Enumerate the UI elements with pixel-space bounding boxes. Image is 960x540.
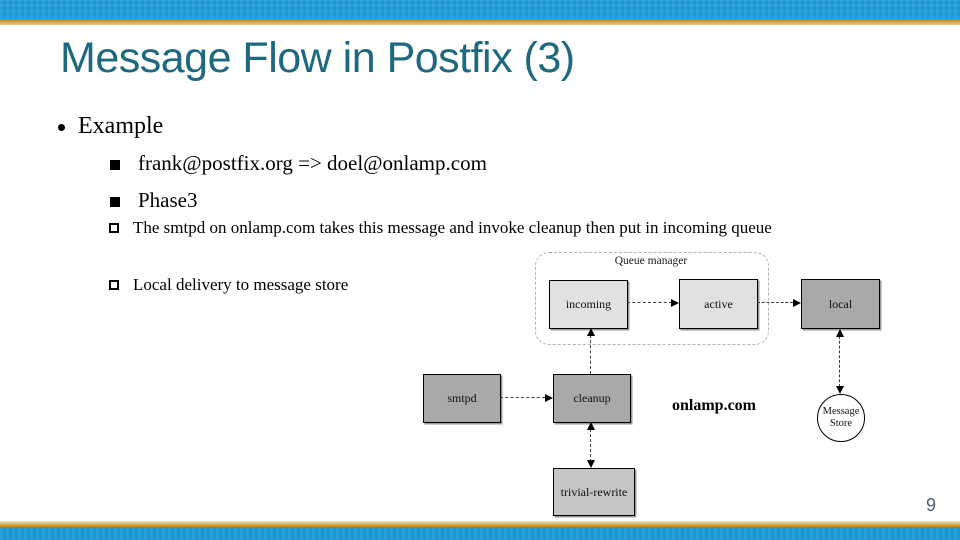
diagram-node-message-store: Message Store bbox=[817, 394, 865, 442]
top-gold-rule bbox=[0, 19, 960, 25]
bullet-level3-text: The smtpd on onlamp.com takes this messa… bbox=[133, 218, 772, 237]
diagram-node-active: active bbox=[679, 279, 758, 329]
diagram-node-smtpd: smtpd bbox=[423, 374, 501, 423]
diagram-node-local: local bbox=[801, 279, 880, 329]
arrow-cleanup-to-incoming-head bbox=[587, 328, 595, 336]
bottom-gold-rule bbox=[0, 521, 960, 527]
filled-square-bullet-icon bbox=[110, 160, 120, 170]
arrow-active-to-local-head bbox=[793, 299, 801, 307]
diagram-node-incoming: incoming bbox=[549, 280, 628, 329]
bottom-blue-bar bbox=[0, 527, 960, 540]
arrow-incoming-to-active-head bbox=[671, 299, 679, 307]
filled-square-bullet-icon bbox=[110, 197, 120, 207]
hollow-square-bullet-icon bbox=[109, 280, 119, 290]
arrow-smtpd-to-cleanup-head bbox=[545, 394, 553, 402]
bullet-level1: Example bbox=[58, 112, 163, 141]
slide-title: Message Flow in Postfix (3) bbox=[60, 34, 575, 82]
arrow-active-to-local-line bbox=[757, 302, 793, 303]
bullet-level2-text: frank@postfix.org => doel@onlamp.com bbox=[138, 151, 487, 175]
arrow-cleanup-to-trivial-head bbox=[587, 460, 595, 468]
bullet-level3-item: Local delivery to message store bbox=[107, 271, 863, 299]
queue-manager-container bbox=[535, 252, 769, 345]
bullet-level3-item: The smtpd on onlamp.com takes this messa… bbox=[107, 214, 863, 242]
arrow-local-to-store-head bbox=[836, 386, 844, 394]
queue-manager-label: Queue manager bbox=[614, 255, 688, 267]
dot-bullet-icon bbox=[58, 124, 65, 131]
arrow-cleanup-trivial-line bbox=[590, 429, 591, 462]
message-store-line1: Message bbox=[822, 405, 860, 417]
onlamp-domain-label: onlamp.com bbox=[672, 397, 756, 414]
bullet-level2-item: Phase3 bbox=[110, 188, 198, 213]
diagram-node-cleanup: cleanup bbox=[553, 374, 631, 423]
diagram-node-trivial-rewrite: trivial-rewrite bbox=[553, 468, 635, 516]
arrow-trivial-to-cleanup-head bbox=[587, 422, 595, 430]
bullet-level2-item: frank@postfix.org => doel@onlamp.com bbox=[110, 151, 487, 176]
hollow-square-bullet-icon bbox=[109, 223, 119, 233]
arrow-cleanup-to-incoming-line bbox=[590, 335, 591, 374]
bullet-level2-text: Phase3 bbox=[138, 188, 198, 212]
arrow-store-to-local-head bbox=[836, 329, 844, 337]
bullet-level1-text: Example bbox=[78, 113, 164, 139]
arrow-incoming-to-active-line bbox=[627, 302, 672, 303]
arrow-local-store-line bbox=[839, 336, 840, 387]
bullet-level3-text: Local delivery to message store bbox=[133, 275, 349, 294]
top-blue-bar bbox=[0, 0, 960, 19]
page-number: 9 bbox=[925, 495, 936, 515]
arrow-smtpd-to-cleanup-line bbox=[500, 397, 545, 398]
message-store-line2: Store bbox=[829, 418, 853, 429]
